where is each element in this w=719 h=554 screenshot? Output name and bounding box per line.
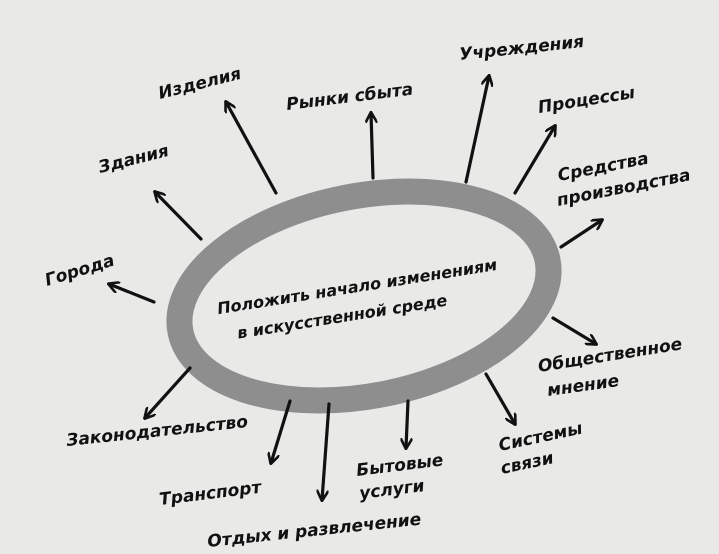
label-izdeliya: Изделия: [156, 64, 243, 104]
arrow-to-goroda: [109, 284, 156, 304]
label-processy: Процессы: [537, 83, 637, 118]
label-obshchestvennoe-line-1: Общественное: [537, 334, 684, 377]
arrow-to-rynki-sbyta: [371, 113, 373, 180]
label-zdaniya: Здания: [95, 141, 171, 178]
arrow-to-sredstva: [559, 220, 602, 249]
arrow-to-zdaniya: [155, 192, 203, 241]
arrow-to-otdykh: [322, 402, 331, 500]
label-transport: Транспорт: [158, 477, 263, 509]
arrow-to-zakonodatelstvo: [145, 366, 192, 418]
label-uchrezhdeniya: Учреждения: [458, 32, 585, 65]
label-goroda: Города: [43, 251, 117, 291]
arrow-to-uchrezhdeniya: [464, 76, 489, 184]
label-bytovye-line-2: услуги: [358, 476, 426, 504]
arrow-to-obshchestvennoe: [551, 316, 596, 344]
label-bytovye-line-1: Бытовые: [355, 450, 444, 481]
label-zakonodatelstvo: Законодательство: [64, 412, 249, 451]
central-ring: [166, 178, 562, 414]
arrows: [109, 76, 602, 500]
arrow-to-transport: [271, 399, 292, 463]
label-otdykh: Отдых и развлечение: [206, 510, 422, 552]
arrow-to-processy: [513, 126, 555, 195]
arrow-to-bytovye: [406, 399, 408, 448]
label-obshchestvennoe-line-2: мнение: [546, 371, 620, 401]
arrow-to-sistemy: [484, 372, 515, 424]
label-rynki-sbyta: Рынки сбыта: [285, 80, 414, 115]
arrow-to-izdeliya: [226, 102, 278, 195]
